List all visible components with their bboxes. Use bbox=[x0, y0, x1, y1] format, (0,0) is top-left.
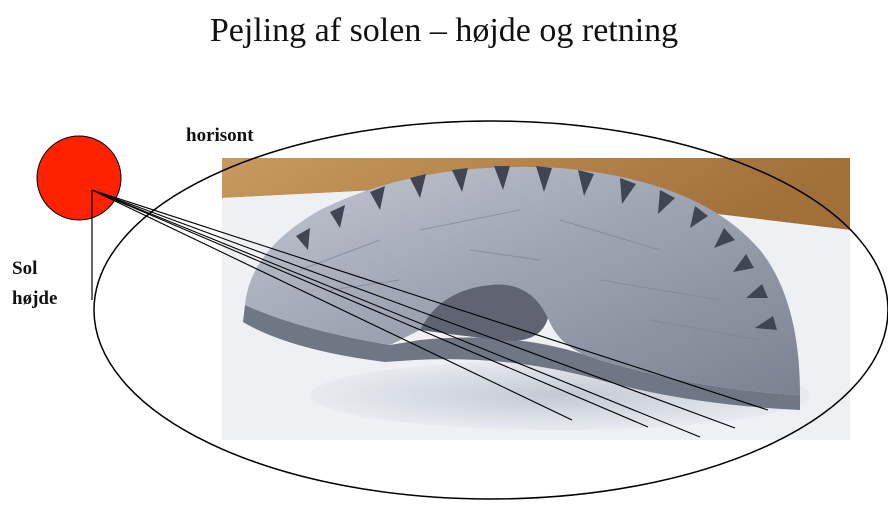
sun-icon bbox=[37, 136, 121, 220]
altitude-label: højde bbox=[12, 288, 57, 309]
sun-label: Sol bbox=[12, 258, 37, 279]
artifact-photo bbox=[222, 158, 850, 440]
horizon-label: horisont bbox=[186, 125, 254, 146]
